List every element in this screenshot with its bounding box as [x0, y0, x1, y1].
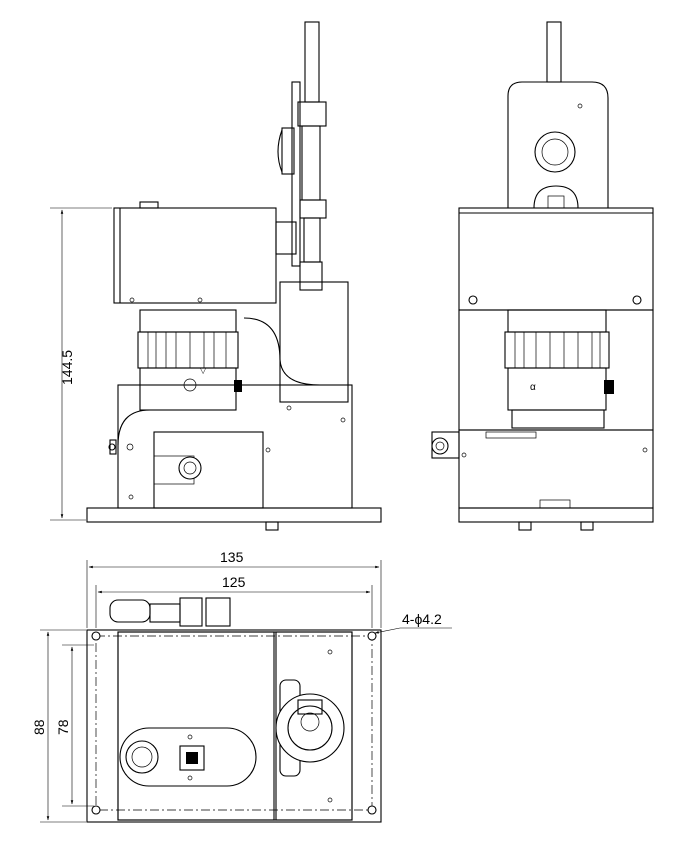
side-lens-ring: [137, 331, 239, 369]
mount-hole-2: [367, 631, 377, 641]
lens-alpha-mark: α: [530, 382, 536, 393]
side-window: [153, 431, 264, 509]
side-rod: [304, 21, 320, 103]
side-view: ▽: [86, 21, 382, 531]
dim-top-width: 88 78: [31, 629, 94, 823]
front-lower-box: [458, 429, 654, 509]
dim-top-length: 135 125: [86, 549, 382, 628]
side-column: [279, 281, 349, 403]
dim-label-88: 88: [31, 719, 47, 735]
front-base-plate: [458, 507, 654, 523]
mount-hole-3: [91, 805, 101, 815]
side-lens-barrel: [139, 367, 237, 411]
front-upper-box: [458, 207, 654, 311]
side-lens-top: [139, 309, 237, 333]
front-mid-box: [458, 309, 654, 431]
top-camera: [119, 727, 257, 787]
dim-label-144-5: 144.5: [59, 350, 75, 385]
hole-callout-label: 4-ϕ4.2: [402, 611, 442, 627]
side-base-plate: [86, 507, 382, 523]
side-foot: [265, 521, 279, 531]
dim-side-height: 144.5: [50, 207, 112, 521]
side-knob: [178, 456, 202, 480]
lens-triangle-mark: ▽: [200, 366, 207, 375]
top-view: [86, 597, 382, 823]
front-lens-top: [507, 309, 607, 333]
dim-label-135: 135: [220, 549, 244, 565]
side-body-frame: [117, 384, 353, 509]
top-probe: [109, 599, 151, 623]
top-base-plate: [86, 629, 382, 823]
mount-hole-4: [367, 805, 377, 815]
side-upper-housing: [113, 207, 277, 304]
dim-label-78: 78: [55, 719, 71, 735]
hole-callout: 4-ϕ4.2: [374, 611, 452, 634]
mount-hole-1: [91, 631, 101, 641]
dim-label-125: 125: [222, 574, 246, 590]
front-view: α: [431, 21, 654, 531]
